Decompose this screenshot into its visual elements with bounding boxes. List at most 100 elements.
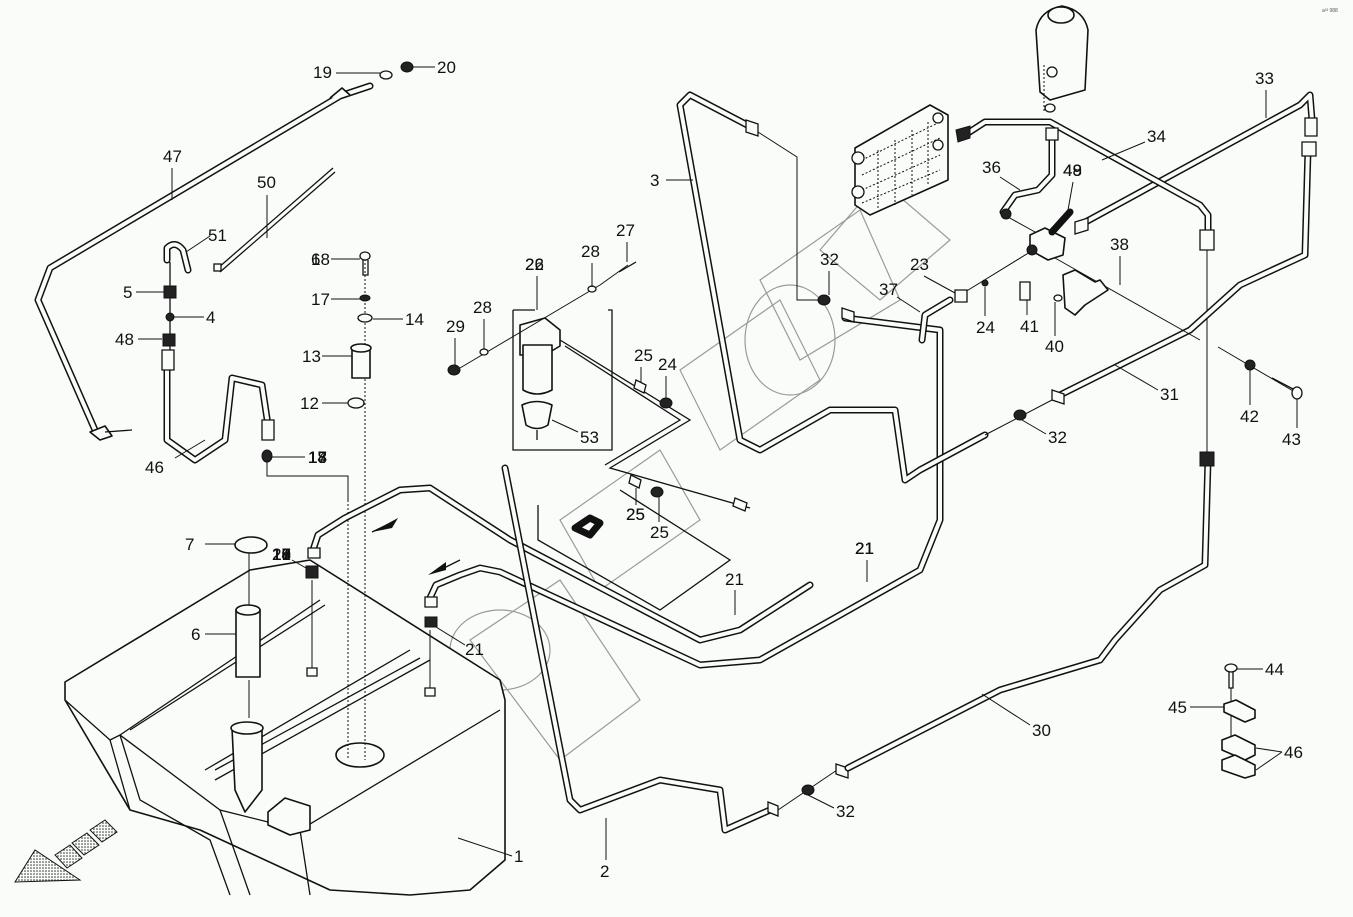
filter-lines bbox=[537, 339, 751, 611]
leader-line bbox=[551, 419, 579, 433]
leader-line bbox=[1255, 747, 1283, 771]
callout-1: 1 bbox=[514, 847, 523, 866]
callout-52: 50 bbox=[257, 173, 276, 192]
valve-bracket bbox=[1019, 269, 1109, 316]
callout-34: 34 bbox=[1147, 127, 1166, 146]
callout-24-top: 24 bbox=[658, 355, 677, 374]
callout-20: 20 bbox=[437, 58, 456, 77]
callout-23: 24 bbox=[976, 318, 995, 337]
fuel-lines-33-34 bbox=[955, 91, 1318, 251]
callout-48: 48 bbox=[1063, 161, 1082, 180]
callout-12: 14 bbox=[405, 310, 424, 329]
leader-line bbox=[185, 235, 211, 253]
leader-line bbox=[1021, 419, 1047, 435]
callout-25-top: 25 bbox=[634, 346, 653, 365]
callout-21-left: 21 bbox=[725, 570, 744, 589]
leader-line bbox=[266, 462, 349, 500]
callout-48: 49 bbox=[1063, 161, 1082, 180]
shutoff-valve bbox=[964, 127, 1201, 341]
callout-18-left: 18 bbox=[272, 545, 291, 564]
leader-line bbox=[807, 794, 835, 809]
callout-24-bottom: 25 bbox=[650, 523, 669, 542]
callout-43: 43 bbox=[1282, 430, 1301, 449]
forward-direction-arrow-icon bbox=[14, 819, 118, 883]
drawing-code: a²³ 988 bbox=[1322, 8, 1338, 14]
callout-50: 48 bbox=[115, 330, 134, 349]
callout-53: 53 bbox=[580, 428, 599, 447]
callout-21-right: 21 bbox=[855, 539, 874, 558]
leader-line bbox=[923, 275, 956, 294]
callout-38: 38 bbox=[1110, 235, 1129, 254]
callout-46: 46 bbox=[1284, 743, 1303, 762]
callout-7: 7 bbox=[185, 535, 194, 554]
callout-5: 5 bbox=[123, 283, 132, 302]
callout-44: 44 bbox=[1265, 660, 1284, 679]
fitting-22-23-37 bbox=[918, 279, 989, 344]
callout-33: 33 bbox=[1255, 69, 1274, 88]
callout-18-left: 14 bbox=[272, 545, 291, 564]
callout-40: 40 bbox=[1045, 337, 1064, 356]
callout-17: 13 bbox=[308, 448, 327, 467]
leader-line bbox=[981, 693, 1031, 726]
callout-18-left: 20 bbox=[272, 545, 291, 564]
callout-6: 6 bbox=[191, 625, 200, 644]
callout-22: 23 bbox=[910, 255, 929, 274]
callout-45: 45 bbox=[1168, 698, 1187, 717]
callout-32-top: 32 bbox=[820, 250, 839, 269]
callout-26: 22 bbox=[525, 255, 544, 274]
fuel-line-2 bbox=[501, 464, 849, 834]
callout-32-mid: 32 bbox=[1048, 428, 1067, 447]
leader-line bbox=[174, 439, 206, 459]
callout-27: 27 bbox=[616, 221, 635, 240]
callout-14: 6 bbox=[311, 250, 320, 269]
callout-3: 3 bbox=[650, 171, 659, 190]
callout-18-left: 21 bbox=[272, 545, 291, 564]
leader-line bbox=[457, 837, 513, 857]
fuel-cooler bbox=[851, 104, 949, 216]
callout-51: 51 bbox=[208, 226, 227, 245]
callout-17: 14 bbox=[308, 448, 327, 467]
callout-17: 17 bbox=[308, 448, 327, 467]
callout-13: 17 bbox=[311, 290, 330, 309]
fuel-tank bbox=[64, 559, 506, 896]
leader-line bbox=[1101, 141, 1146, 161]
callout-28-top: 28 bbox=[581, 242, 600, 261]
callout-19: 19 bbox=[313, 63, 332, 82]
leader-line bbox=[999, 176, 1021, 191]
fuel-line-31 bbox=[984, 141, 1317, 436]
callout-30: 30 bbox=[1032, 721, 1051, 740]
tank-strap bbox=[34, 82, 374, 441]
leader-line bbox=[1114, 364, 1159, 391]
callout-17: 13 bbox=[308, 448, 327, 467]
callout-10: 12 bbox=[300, 394, 319, 413]
callout-47: 47 bbox=[163, 147, 182, 166]
pipe-clamp bbox=[1221, 663, 1256, 779]
leader-line bbox=[435, 626, 466, 646]
fuel-line-3 bbox=[676, 91, 989, 484]
filler-cap bbox=[234, 536, 268, 718]
callout-18-left: 19 bbox=[272, 545, 291, 564]
callout-4: 4 bbox=[206, 308, 215, 327]
return-hose bbox=[161, 241, 275, 464]
callout-28-left: 28 bbox=[473, 298, 492, 317]
leader-line bbox=[896, 296, 921, 313]
callout-14: 18 bbox=[311, 250, 330, 269]
callout-25-bottom: 25 bbox=[626, 505, 645, 524]
bolt-42-43 bbox=[1217, 346, 1303, 400]
callout-18-right: 21 bbox=[465, 640, 484, 659]
callout-31: 31 bbox=[1160, 385, 1179, 404]
callout-17: 18 bbox=[308, 448, 327, 467]
callout-49: 46 bbox=[145, 458, 164, 477]
callout-42: 42 bbox=[1240, 407, 1259, 426]
reservoir bbox=[1035, 5, 1089, 113]
leader-line bbox=[1067, 181, 1074, 211]
callout-32-bottom: 32 bbox=[836, 802, 855, 821]
cable-tie bbox=[213, 167, 336, 273]
callout-29: 29 bbox=[446, 317, 465, 336]
callout-36: 36 bbox=[982, 158, 1001, 177]
callout-17: 18 bbox=[308, 448, 327, 467]
callout-37: 37 bbox=[879, 280, 898, 299]
fuel-line-30 bbox=[844, 250, 1215, 772]
strap-washer-nut bbox=[379, 61, 414, 80]
